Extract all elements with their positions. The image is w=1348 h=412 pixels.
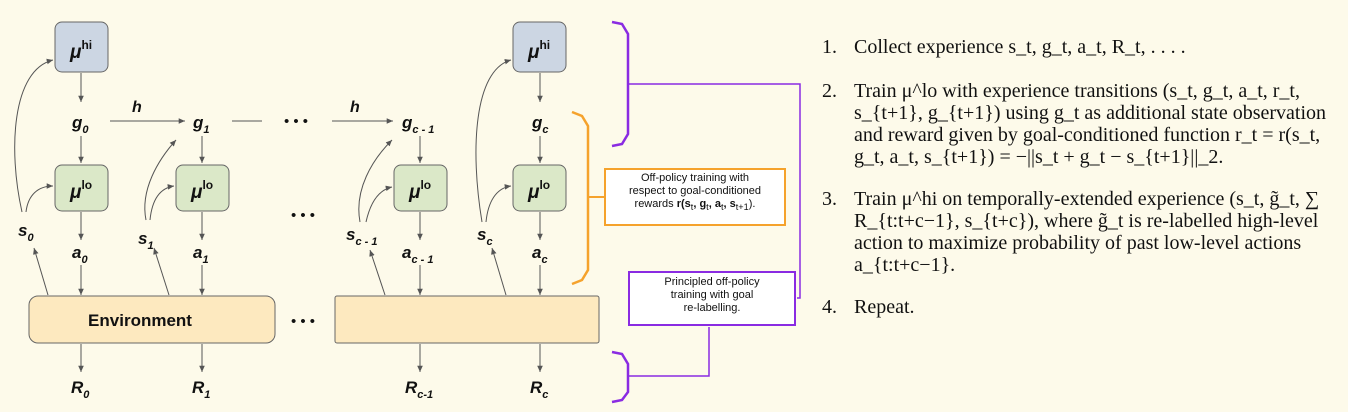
arrow-env-s0: [33, 247, 49, 296]
arrow-env-s1: [153, 247, 170, 296]
step-number: 3.: [822, 188, 837, 210]
purple-bracket-bottom: [611, 350, 630, 404]
step-text: Train μ^lo with experience transitions (…: [854, 80, 1327, 168]
action-label-0: a0: [72, 243, 88, 266]
mu-hi-sup: hi: [81, 38, 92, 52]
step-number: 2.: [822, 80, 837, 102]
step-text: Repeat.: [854, 296, 915, 318]
mu-lo-sup: lo: [539, 178, 550, 192]
state-label-0: s0: [18, 221, 34, 244]
svg-text:μlo: μlo: [190, 178, 213, 203]
reward-label-c-1: Rc-1: [405, 378, 433, 401]
environment-label: Environment: [88, 311, 192, 330]
svg-text:μlo: μlo: [69, 178, 92, 203]
step-3: 3. Train μ^hi on temporally-extended exp…: [822, 188, 1342, 276]
reward-label-0: R0: [71, 378, 90, 401]
offpolicy-note-line3: rewards r(st, gt, at, st+1).: [634, 198, 756, 213]
mu-lo-sup: lo: [420, 178, 431, 192]
step-number: 1.: [822, 36, 837, 58]
arrow-sc-muhi: [475, 58, 512, 223]
mu-hi-sup: hi: [539, 38, 550, 52]
goal-label-c-1: gc - 1: [401, 113, 434, 136]
algorithm-steps: 1. Collect experience s_t, g_t, a_t, R_t…: [822, 36, 1342, 318]
mu-hi-node-c: μhi: [512, 21, 567, 73]
ellipsis-bottom: • • •: [291, 313, 315, 330]
arrow-env-sc1: [369, 249, 386, 296]
relabel-note: Principled off-policy training with goal…: [628, 271, 796, 326]
reward-label-c: Rc: [530, 378, 548, 401]
step-1: 1. Collect experience s_t, g_t, a_t, R_t…: [822, 36, 1342, 58]
arrow-sc-mulo: [485, 184, 512, 223]
mu-lo-base: μ: [190, 182, 203, 203]
mu-hi-node-0: μhi: [54, 21, 109, 73]
svg-text:μhi: μhi: [527, 38, 550, 63]
arrow-sc1-mulo: [358, 139, 393, 223]
relabel-note-line3: re-labelling.: [683, 302, 741, 314]
action-label-1: a1: [193, 243, 209, 266]
svg-text:μlo: μlo: [527, 178, 550, 203]
h-label-1: h: [132, 99, 142, 116]
offpolicy-note: Off-policy training with respect to goal…: [604, 168, 786, 226]
relabel-note-line1: Principled off-policy: [664, 276, 760, 288]
offpolicy-note-line1: Off-policy training with: [640, 172, 749, 184]
mu-lo-sup: lo: [81, 178, 92, 192]
mu-lo-node-0: μlo: [54, 164, 109, 212]
svg-text:μlo: μlo: [408, 178, 431, 203]
mu-lo-node-c: μlo: [512, 164, 567, 212]
arrow-env-sc: [491, 247, 507, 296]
svg-text:μhi: μhi: [69, 38, 92, 63]
mu-lo-node-1: μlo: [175, 164, 230, 212]
ellipsis-top: • • •: [284, 113, 308, 130]
environment-bar-left: [28, 295, 276, 344]
state-label-c-1: sc - 1: [346, 225, 377, 248]
hiro-diagram: μhi μhi μlo μlo μlo μlo Environment g0 g…: [14, 20, 801, 404]
arrow-s0-mulo: [25, 183, 54, 213]
mu-hi-base: μ: [527, 42, 540, 63]
step-text: Collect experience s_t, g_t, a_t, R_t, .…: [854, 36, 1186, 58]
environment-bar-right: [334, 295, 600, 344]
orange-bracket: [571, 110, 590, 286]
purple-bracket-top: [611, 20, 630, 148]
goal-label-0: g0: [71, 113, 89, 136]
purple-connector-top: [628, 83, 801, 299]
arrow-s0-muhi: [14, 58, 54, 213]
state-label-c: sc: [477, 225, 493, 248]
purple-connector-bottom: [628, 327, 710, 377]
mu-lo-base: μ: [408, 182, 421, 203]
goal-label-1: g1: [192, 113, 210, 136]
action-label-c-1: ac - 1: [402, 243, 433, 266]
offpolicy-note-line2: respect to goal-conditioned: [628, 185, 762, 197]
step-number: 4.: [822, 296, 837, 318]
mu-lo-base: μ: [69, 182, 82, 203]
mu-hi-base: μ: [69, 42, 82, 63]
reward-label-1: R1: [192, 378, 210, 401]
mu-lo-base: μ: [527, 182, 540, 203]
state-label-1: s1: [138, 229, 154, 252]
step-2: 2. Train μ^lo with experience transition…: [822, 80, 1342, 168]
action-label-c: ac: [532, 243, 548, 266]
h-label-2: h: [350, 99, 360, 116]
goal-label-c: gc: [531, 113, 549, 136]
ellipsis-mid: • • •: [291, 207, 315, 224]
arrow-s1-mulo-b: [149, 184, 175, 221]
mu-lo-sup: lo: [202, 178, 213, 192]
step-text: Train μ^hi on temporally-extended experi…: [854, 188, 1320, 276]
mu-lo-node-c-1: μlo: [393, 164, 448, 212]
relabel-note-line2: training with goal: [670, 289, 754, 301]
step-4: 4. Repeat.: [822, 296, 1342, 318]
arrow-sc1-mulo-b: [365, 185, 393, 223]
arrow-s1-mulo: [144, 139, 177, 221]
